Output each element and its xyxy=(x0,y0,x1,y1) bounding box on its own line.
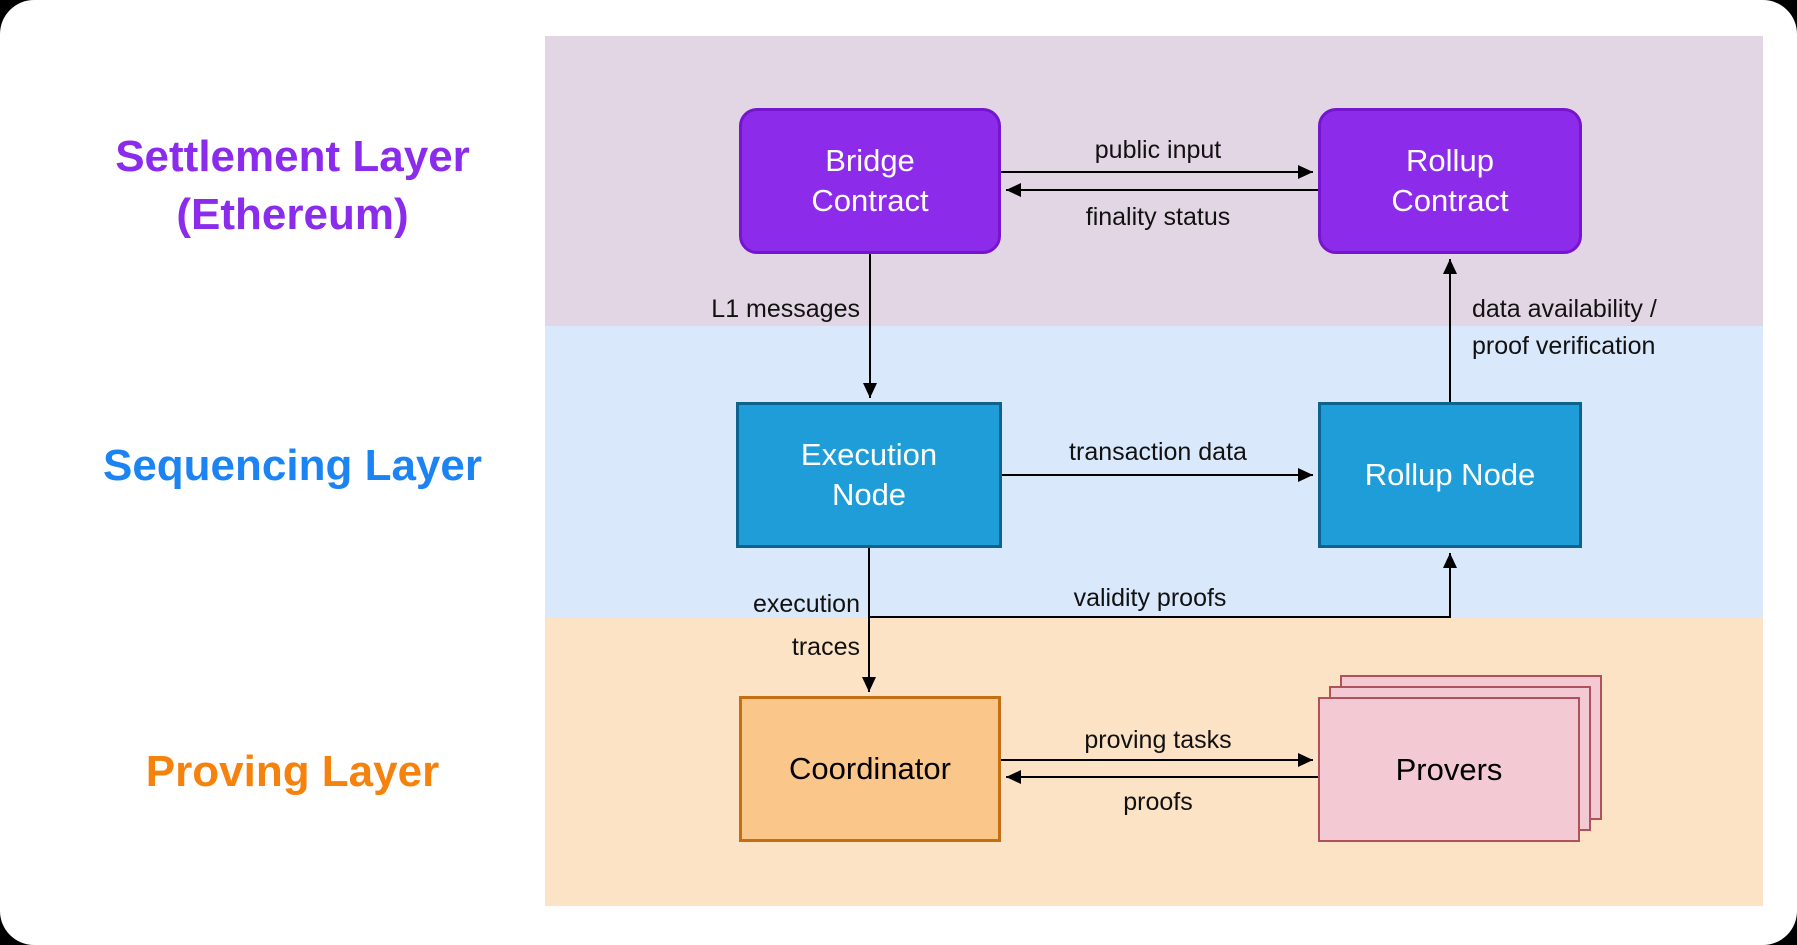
sequencing-layer-label: Sequencing Layer xyxy=(102,441,482,490)
edge-label-finality-status: finality status xyxy=(1085,203,1231,231)
edge-validity-proofs-arrow xyxy=(869,553,1457,618)
edge-label-l1-messages: L1 messages xyxy=(711,295,860,323)
bridge-contract-label: Bridge Contract xyxy=(811,143,929,218)
edge-label-data-availability: data availability / proof verification xyxy=(1472,295,1657,360)
rollup-contract-label: Rollup Contract xyxy=(1391,143,1509,218)
edge-label-proving-tasks: proving tasks xyxy=(1084,726,1232,754)
node-bridge-contract: Bridge Contract xyxy=(739,108,1001,254)
execution-node-label: Execution Node xyxy=(800,437,938,512)
provers-label: Provers xyxy=(1395,751,1503,787)
rollup-node-label: Rollup Node xyxy=(1364,457,1536,492)
settlement-layer-label: Settlement Layer (Ethereum) xyxy=(115,132,470,239)
edge-label-validity-proofs: validity proofs xyxy=(1073,584,1227,612)
node-execution-node: Execution Node xyxy=(736,402,1002,548)
node-rollup-node: Rollup Node xyxy=(1318,402,1582,548)
edge-label-transaction-data: transaction data xyxy=(1069,438,1247,466)
coordinator-label: Coordinator xyxy=(789,751,951,786)
edge-label-proofs: proofs xyxy=(1123,788,1193,816)
edge-label-public-input: public input xyxy=(1094,136,1222,164)
node-provers: Provers xyxy=(1318,697,1580,842)
proving-layer-label: Proving Layer xyxy=(145,747,440,796)
node-coordinator: Coordinator xyxy=(739,696,1001,842)
node-rollup-contract: Rollup Contract xyxy=(1318,108,1582,254)
edge-label-execution-traces: execution traces xyxy=(752,590,860,661)
